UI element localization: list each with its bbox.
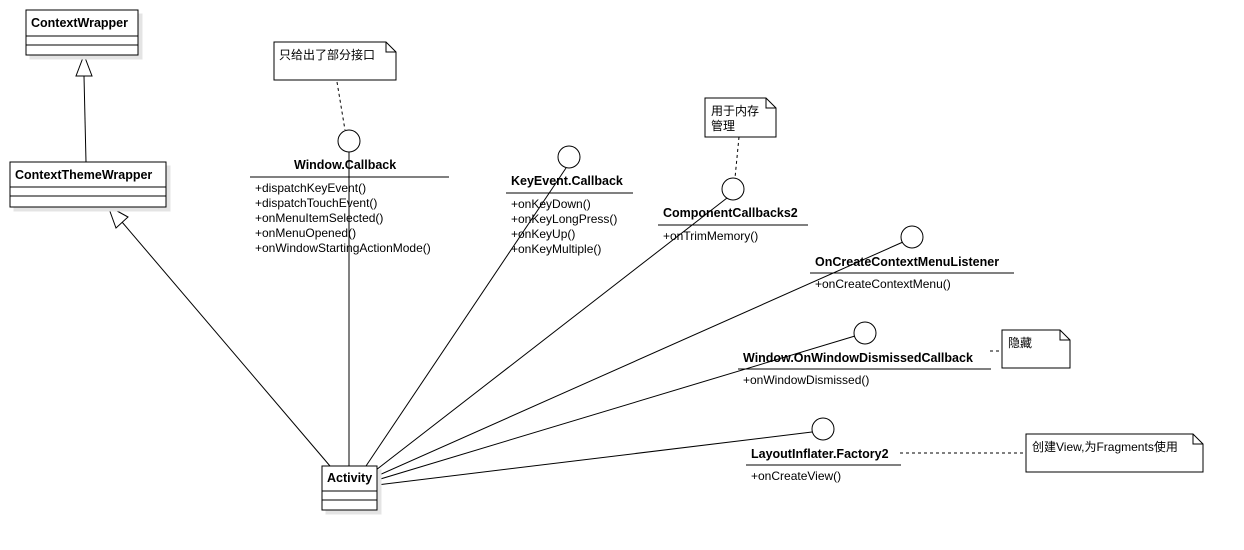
interface-name: Window.OnWindowDismissedCallback [743, 351, 973, 365]
class-name: ContextThemeWrapper [15, 168, 152, 182]
note-hidden[interactable]: 隐藏 [1001, 329, 1071, 369]
note-anchor-partial-interfaces [336, 81, 346, 131]
interface-lollipop-icon [900, 225, 924, 249]
interface-window-callback[interactable]: Window.Callback +dispatchKeyEvent() +dis… [250, 129, 449, 255]
realization-line-component-callbacks2 [375, 197, 728, 471]
operation: +onCreateContextMenu() [815, 277, 951, 291]
generalization-arrow-context-theme-wrapper [107, 204, 129, 229]
realization-line-keyevent-callback [365, 167, 567, 467]
note-text: 管理 [711, 118, 735, 133]
class-name: Activity [327, 471, 372, 485]
note-text: 用于内存 [711, 104, 759, 118]
interface-name: LayoutInflater.Factory2 [751, 447, 889, 461]
generalization-line-activity-to-context-theme-wrapper [121, 221, 331, 467]
note-memory-management[interactable]: 用于内存 管理 [704, 97, 777, 138]
interface-name: ComponentCallbacks2 [663, 206, 798, 220]
interface-lollipop-icon [337, 129, 361, 153]
note-text: 创建View,为Fragments使用 [1032, 439, 1178, 454]
operation: +onKeyDown() [511, 197, 591, 211]
note-text: 只给出了部分接口 [279, 47, 375, 62]
class-context-wrapper[interactable]: ContextWrapper [25, 9, 139, 56]
generalization-line-context-theme-wrapper-to-context-wrapper [83, 75, 87, 163]
interface-lollipop-icon [557, 145, 581, 169]
class-activity[interactable]: Activity [321, 465, 378, 511]
interface-lollipop-icon [811, 417, 835, 441]
operation: +onMenuOpened() [255, 226, 356, 240]
interface-lollipop-icon [853, 321, 877, 345]
interface-name: OnCreateContextMenuListener [815, 255, 999, 269]
operation: +dispatchKeyEvent() [255, 181, 366, 195]
connectors [75, 53, 1026, 486]
interface-component-callbacks2[interactable]: ComponentCallbacks2 +onTrimMemory() [658, 177, 808, 243]
interface-layout-inflater-factory2[interactable]: LayoutInflater.Factory2 +onCreateView() [746, 417, 901, 483]
note-partial-interfaces[interactable]: 只给出了部分接口 [273, 41, 397, 81]
operation: +dispatchTouchEvent() [255, 196, 377, 210]
note-text: 隐藏 [1008, 336, 1032, 350]
class-name: ContextWrapper [31, 16, 128, 30]
operation: +onWindowStartingActionMode() [255, 241, 431, 255]
operation: +onKeyUp() [511, 227, 575, 241]
operation: +onWindowDismissed() [743, 373, 869, 387]
operation: +onKeyMultiple() [511, 242, 601, 256]
operation: +onCreateView() [751, 469, 841, 483]
interface-keyevent-callback[interactable]: KeyEvent.Callback +onKeyDown() +onKeyLon… [506, 145, 633, 256]
realization-line-on-create-context-menu-listener [376, 241, 904, 477]
class-context-theme-wrapper[interactable]: ContextThemeWrapper [9, 161, 167, 208]
interface-window-on-window-dismissed-callback[interactable]: Window.OnWindowDismissedCallback +onWind… [738, 321, 991, 387]
interface-name: Window.Callback [294, 158, 396, 172]
operation: +onKeyLongPress() [511, 212, 617, 226]
generalization-arrow-context-wrapper [75, 53, 93, 77]
operation: +onMenuItemSelected() [255, 211, 383, 225]
realization-line-window-on-window-dismissed-callback [376, 335, 856, 481]
operation: +onTrimMemory() [663, 229, 758, 243]
interface-name: KeyEvent.Callback [511, 174, 623, 188]
note-anchor-memory-management [734, 136, 740, 179]
realization-line-layout-inflater-factory2 [376, 431, 813, 486]
note-create-view[interactable]: 创建View,为Fragments使用 [1025, 433, 1204, 473]
interface-on-create-context-menu-listener[interactable]: OnCreateContextMenuListener +onCreateCon… [810, 225, 1014, 291]
interface-lollipop-icon [721, 177, 745, 201]
